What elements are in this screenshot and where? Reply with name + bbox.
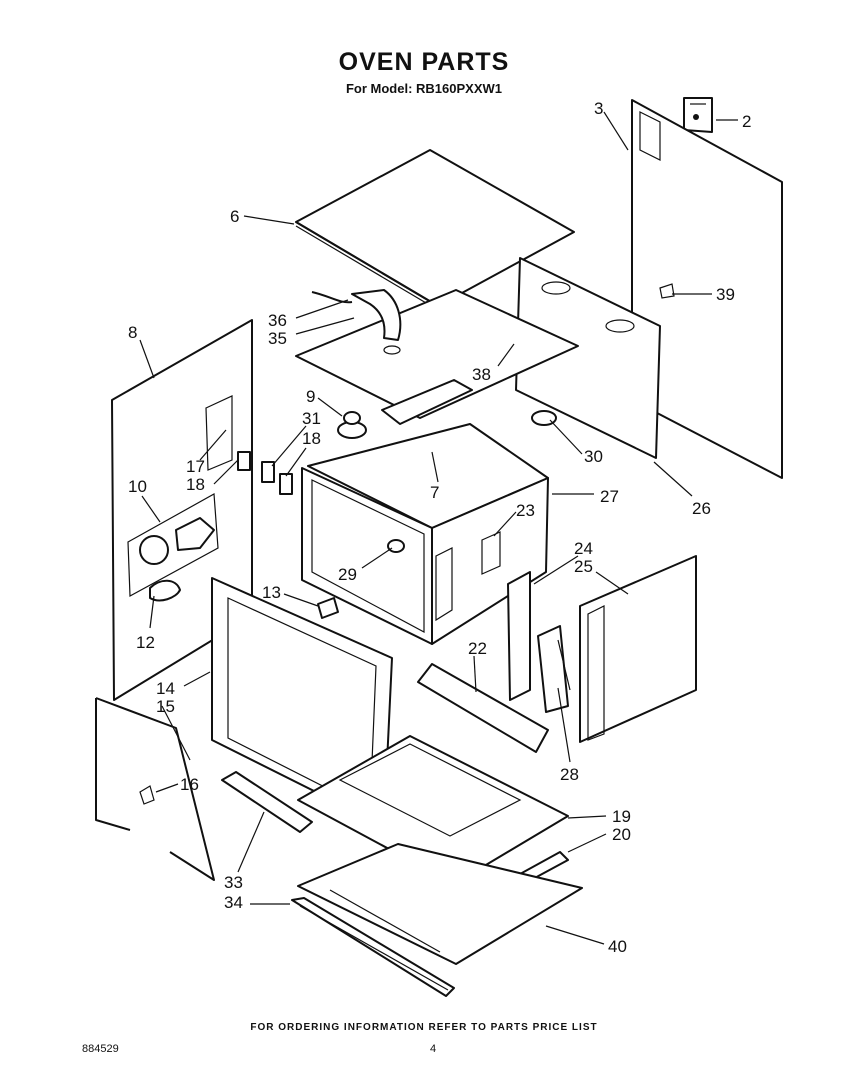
part-hinge [537, 625, 571, 713]
part-small-brackets [237, 451, 293, 495]
callout-33: 33 [224, 873, 243, 892]
callout-9: 9 [306, 387, 315, 406]
ordering-note: FOR ORDERING INFORMATION REFER TO PARTS … [250, 1022, 598, 1033]
callout-34: 34 [224, 893, 243, 912]
callout-38: 38 [472, 365, 491, 384]
page-title: OVEN PARTS [338, 48, 510, 76]
callout-7: 7 [430, 483, 439, 502]
callout-14: 14 [156, 679, 175, 698]
part-flue-plate [295, 289, 579, 425]
callout-6: 6 [230, 207, 239, 226]
callout-2: 2 [742, 112, 751, 131]
part-lamp-assembly [127, 493, 219, 602]
callout-31: 31 [302, 409, 321, 428]
callout-16: 16 [180, 775, 199, 794]
callout-22: 22 [468, 639, 487, 658]
document-id: 884529 [82, 1043, 119, 1055]
part-vent-duct [311, 289, 402, 355]
callout-28: 28 [560, 765, 579, 784]
part-gasket [95, 697, 215, 881]
callout-15: 15 [156, 697, 175, 716]
part-hinge-bracket [507, 571, 531, 701]
callout-26: 26 [692, 499, 711, 518]
callout-27: 27 [600, 487, 619, 506]
callout-18-lower: 18 [186, 475, 205, 494]
callout-25: 25 [574, 557, 593, 576]
callout-39: 39 [716, 285, 735, 304]
callout-20: 20 [612, 825, 631, 844]
callout-35: 35 [268, 329, 287, 348]
callout-30: 30 [584, 447, 603, 466]
callout-13: 13 [262, 583, 281, 602]
callout-29: 29 [338, 565, 357, 584]
callout-17: 17 [186, 457, 205, 476]
part-kick-plate [291, 897, 455, 997]
part-rear-panel [631, 99, 783, 479]
part-bottom-panel [297, 843, 583, 965]
part-oven-cavity [301, 423, 549, 645]
part-sensor [337, 410, 557, 439]
callout-3: 3 [594, 99, 603, 118]
callout-40: 40 [608, 937, 627, 956]
callout-24: 24 [574, 539, 593, 558]
model-subtitle: For Model: RB160PXXW1 [345, 81, 503, 96]
callout-19: 19 [612, 807, 631, 826]
part-door-handle-bracket [221, 771, 313, 833]
callout-18-upper: 18 [302, 429, 321, 448]
part-support-rail [417, 663, 549, 753]
callout-12: 12 [136, 633, 155, 652]
callout-36: 36 [268, 311, 287, 330]
part-top-panel [295, 149, 575, 311]
page-number: 4 [430, 1043, 437, 1055]
part-side-trim [579, 555, 697, 743]
callout-23: 23 [516, 501, 535, 520]
callout-8: 8 [128, 323, 137, 342]
part-bracket [683, 97, 713, 133]
leader-lines [139, 111, 738, 945]
callout-10: 10 [128, 477, 147, 496]
part-clip [317, 597, 339, 619]
